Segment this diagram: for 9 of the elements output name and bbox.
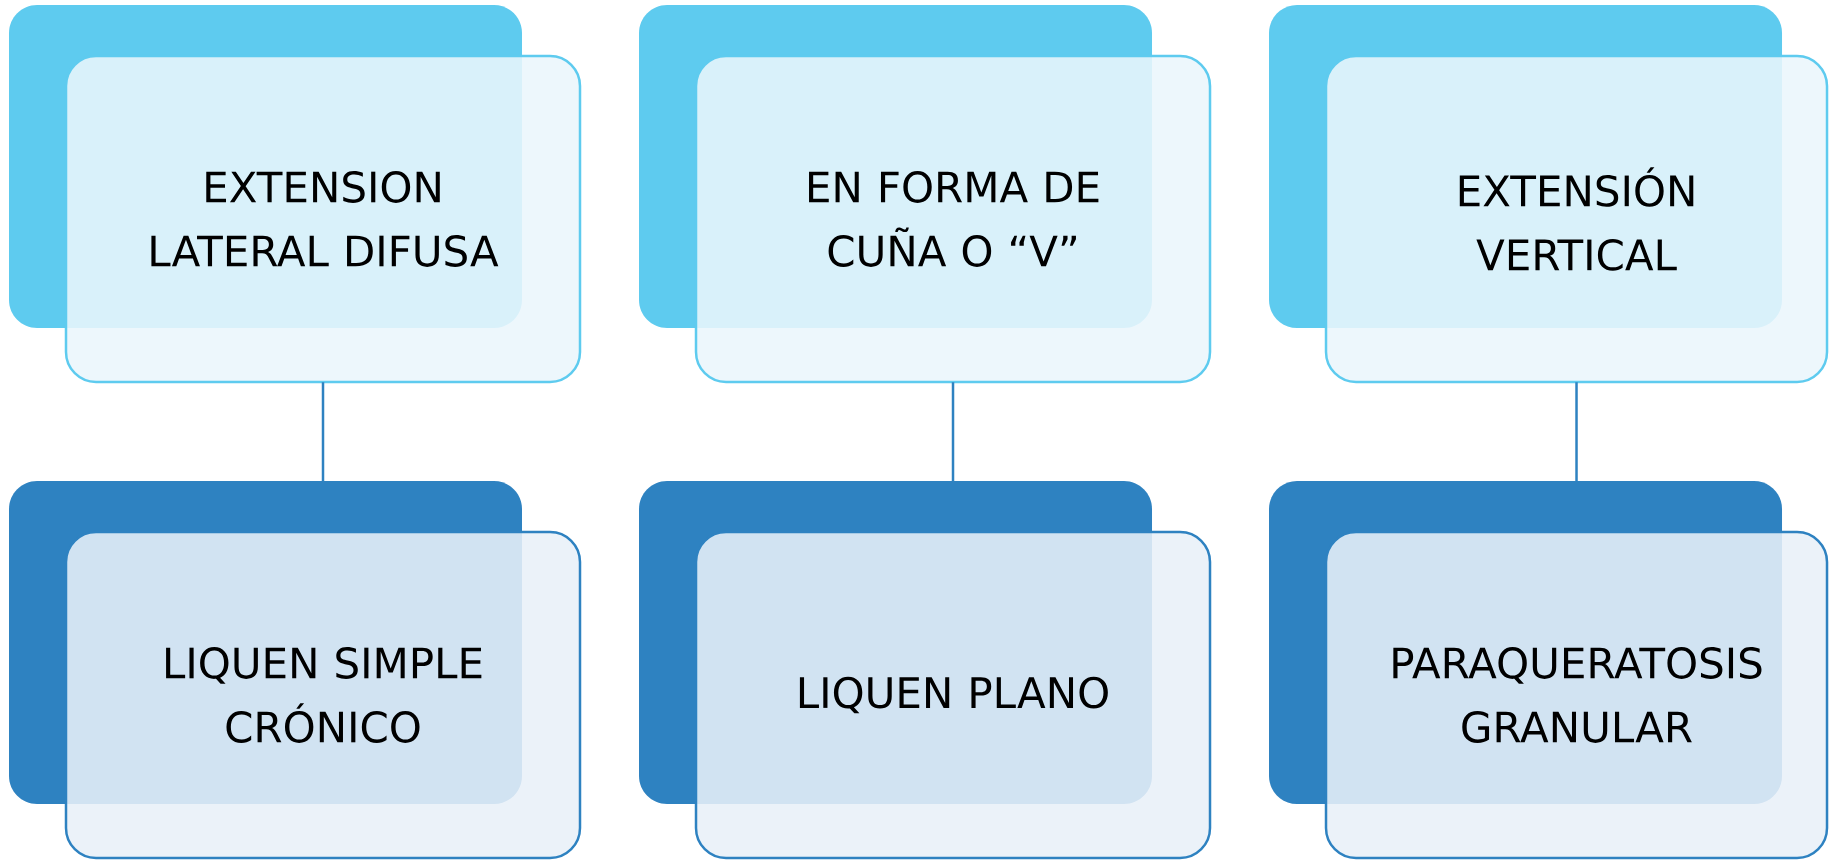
text-box: LIQUEN SIMPLE CRÓNICO (9, 481, 582, 860)
text-box: LIQUEN PLANO (639, 481, 1212, 860)
text-box: EN FORMA DE CUÑA O “V” (639, 5, 1212, 384)
text-box: EXTENSIÓN VERTICAL (1269, 5, 1829, 384)
text-box: EXTENSION LATERAL DIFUSA (9, 5, 582, 384)
connector-line (951, 382, 955, 481)
connector-line (321, 382, 325, 481)
connector-line (1575, 382, 1578, 481)
text-box: PARAQUERATOSIS GRANULAR (1269, 481, 1829, 860)
